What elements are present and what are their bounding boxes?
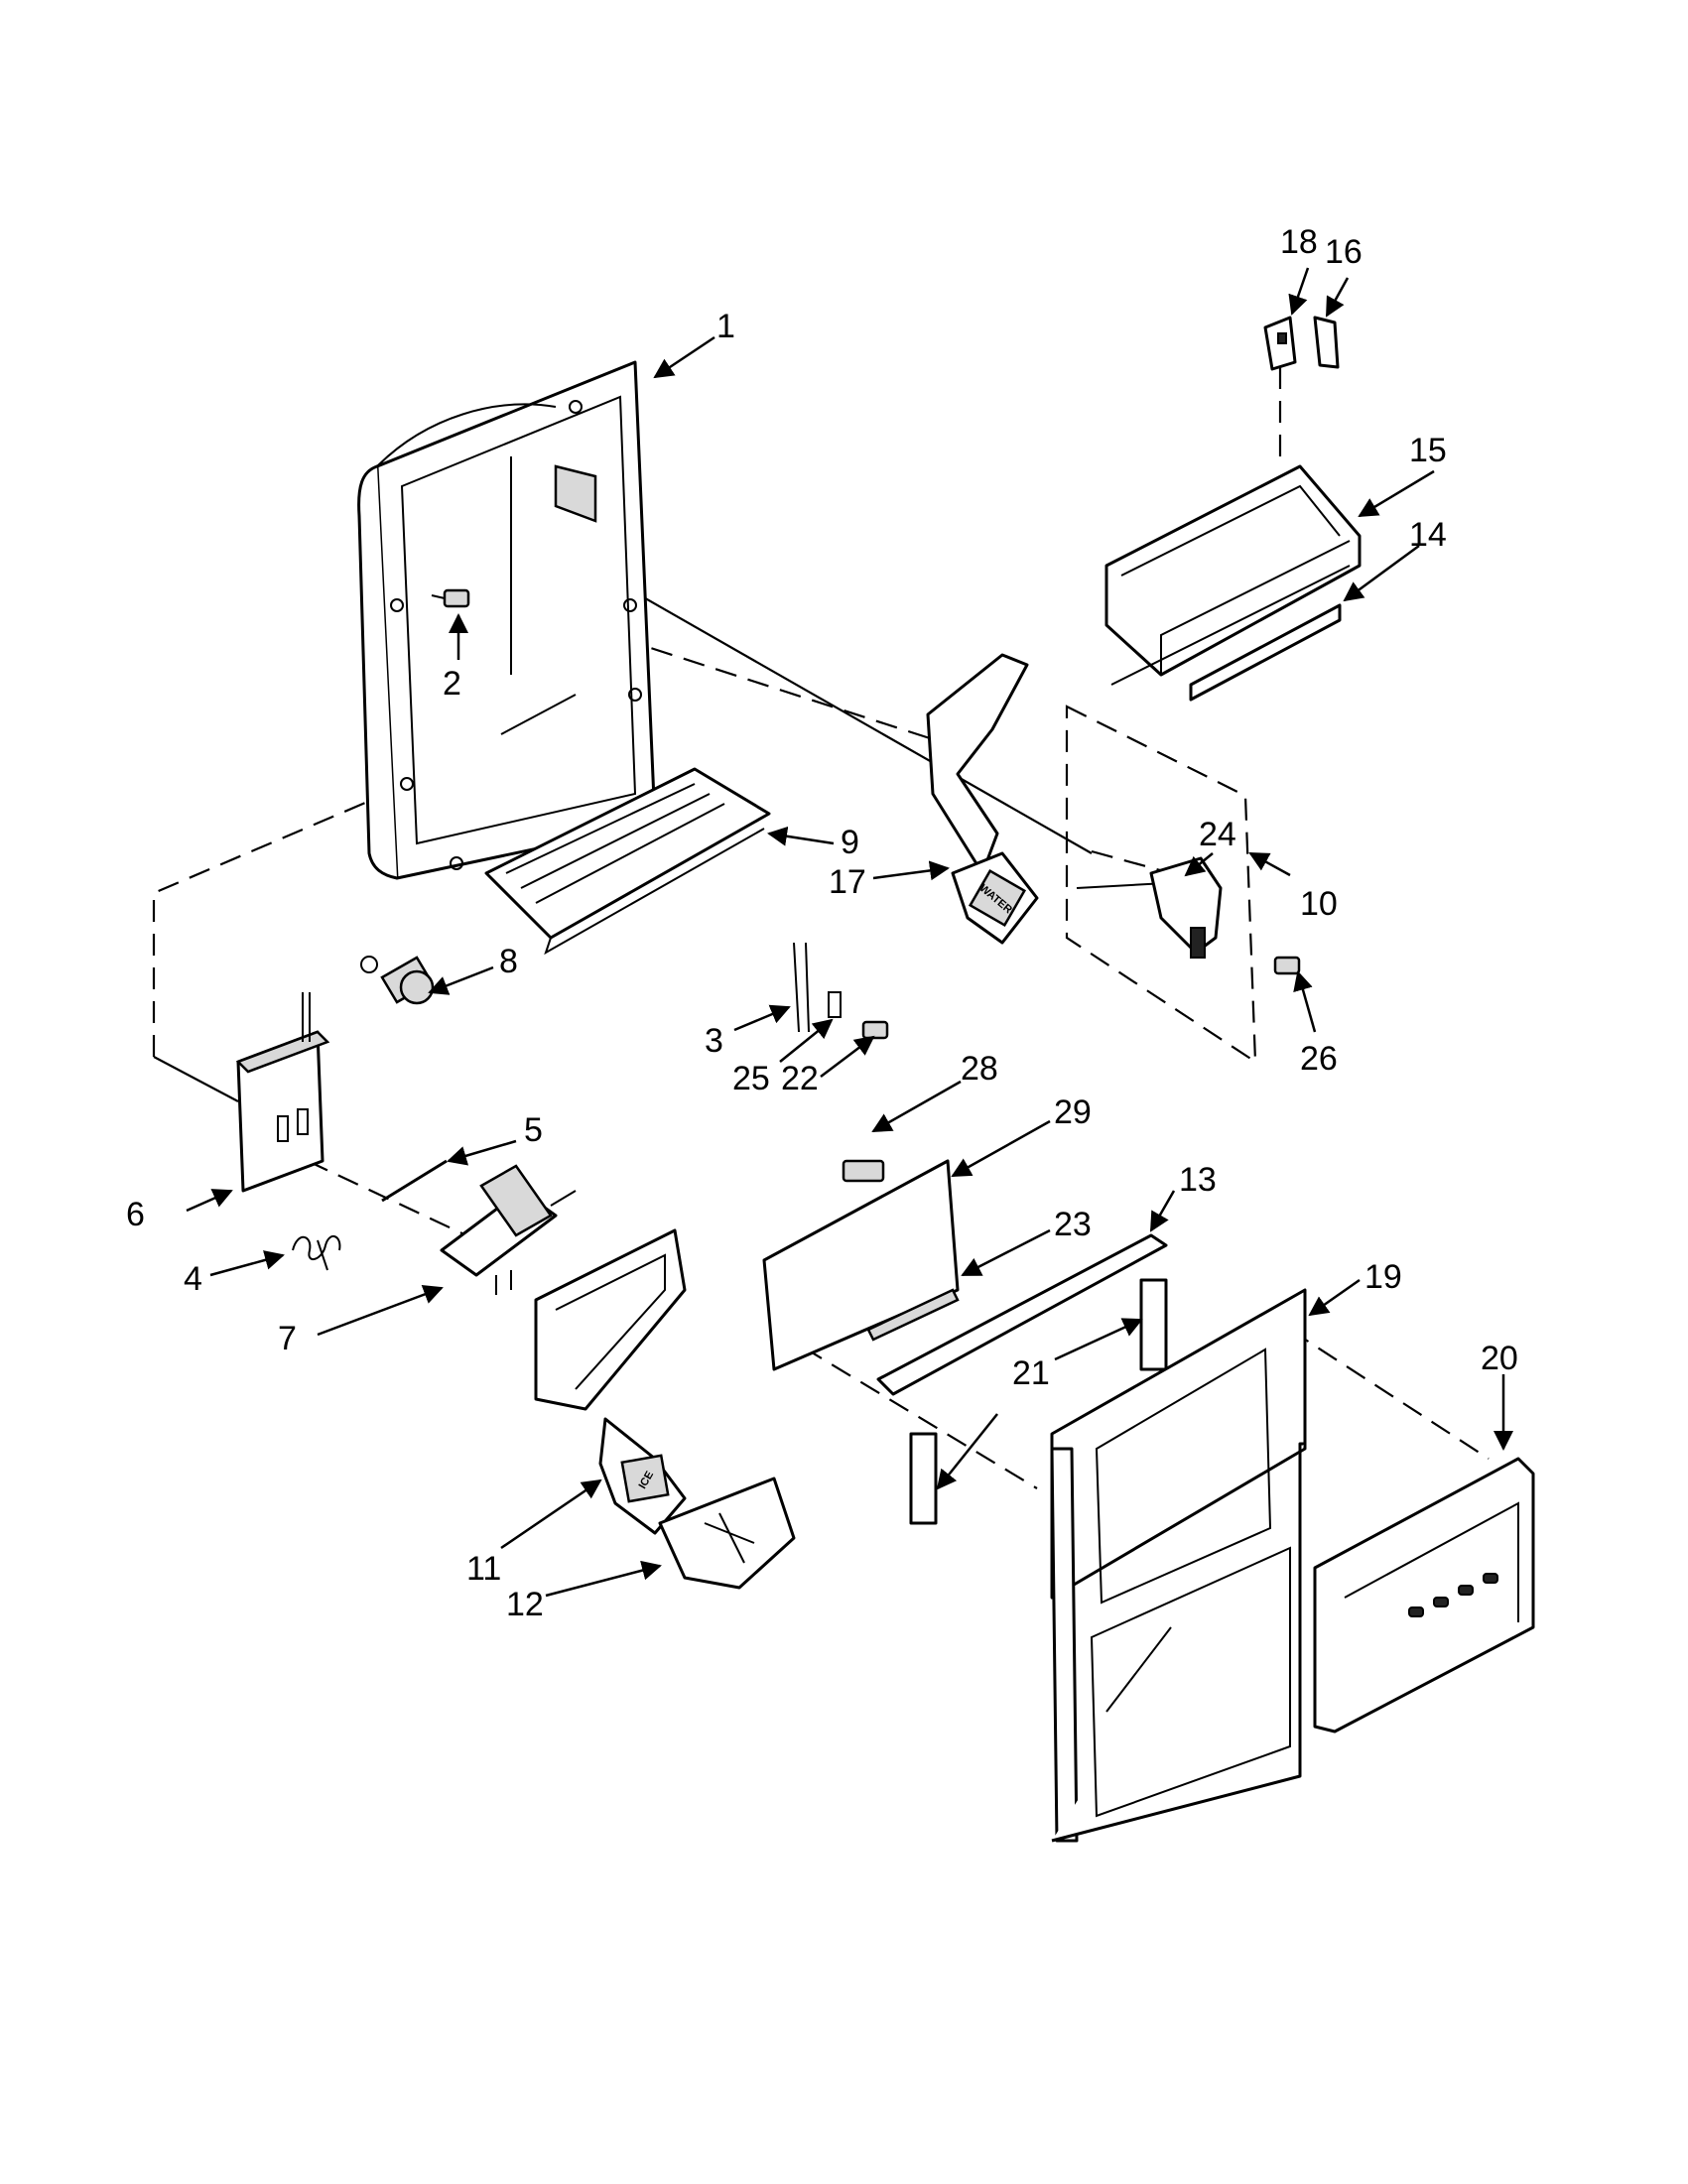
callout-8: 8 [499, 943, 518, 980]
callout-17: 17 [829, 863, 866, 901]
rail-part-13 [876, 1233, 1168, 1396]
small-parts-3-25-22 [793, 942, 889, 1040]
leader-lines [186, 267, 1513, 1598]
pin-part-5 [381, 1159, 448, 1203]
switch-part-18 [1263, 316, 1297, 371]
callout-23: 23 [1054, 1206, 1092, 1243]
screw-part-26 [1273, 956, 1301, 975]
screw-part-2 [431, 588, 470, 608]
spring-part-4 [292, 1235, 341, 1271]
strip-part-14 [1189, 603, 1342, 702]
callout-14: 14 [1409, 516, 1447, 554]
panel-part-20 [1313, 1457, 1535, 1734]
frame-part-19 [1050, 1288, 1307, 1843]
callout-11: 11 [466, 1550, 501, 1588]
callout-5: 5 [524, 1111, 543, 1149]
callout-3: 3 [705, 1022, 723, 1060]
callout-26: 26 [1300, 1040, 1338, 1078]
board-part-29 [762, 1159, 960, 1371]
blocks-part-21 [909, 1278, 1168, 1525]
actuator-part-7 [440, 1164, 577, 1295]
callout-16: 16 [1325, 233, 1363, 271]
ice-lever-part-11: ICE [534, 1228, 687, 1535]
callout-19: 19 [1364, 1258, 1402, 1296]
callout-20: 20 [1481, 1340, 1518, 1377]
callout-7: 7 [278, 1320, 297, 1357]
ice-chute-part-12 [658, 1477, 796, 1590]
housing-part-1 [357, 360, 657, 880]
callout-1: 1 [716, 308, 735, 345]
callout-13: 13 [1179, 1161, 1217, 1199]
callout-6: 6 [126, 1196, 145, 1233]
callout-24: 24 [1199, 816, 1236, 853]
drip-tray-part-9 [484, 767, 771, 956]
callout-25: 25 [732, 1060, 770, 1097]
connector-part-23 [866, 1288, 960, 1342]
callout-labels: 1 2 9 8 5 6 4 7 11 12 17 24 10 26 3 25 2… [126, 223, 1518, 1623]
water-lever-part-17: WATER [926, 653, 1039, 945]
bracket-part-15 [1104, 464, 1362, 686]
callout-28: 28 [961, 1050, 998, 1088]
shield-part-16 [1313, 316, 1340, 369]
callout-29: 29 [1054, 1093, 1092, 1131]
callout-12: 12 [506, 1586, 544, 1623]
callout-9: 9 [841, 824, 859, 861]
callout-18: 18 [1280, 223, 1318, 261]
callout-21-upper: 21 [1012, 1354, 1050, 1392]
module-part-6 [235, 992, 330, 1193]
callout-4: 4 [184, 1260, 202, 1298]
callout-15: 15 [1409, 432, 1447, 469]
solenoid-part-8 [360, 956, 435, 1005]
lever-arm-part-24 [1076, 856, 1223, 959]
callout-2: 2 [443, 665, 461, 703]
callout-10: 10 [1300, 885, 1338, 923]
callout-22: 22 [781, 1060, 819, 1097]
